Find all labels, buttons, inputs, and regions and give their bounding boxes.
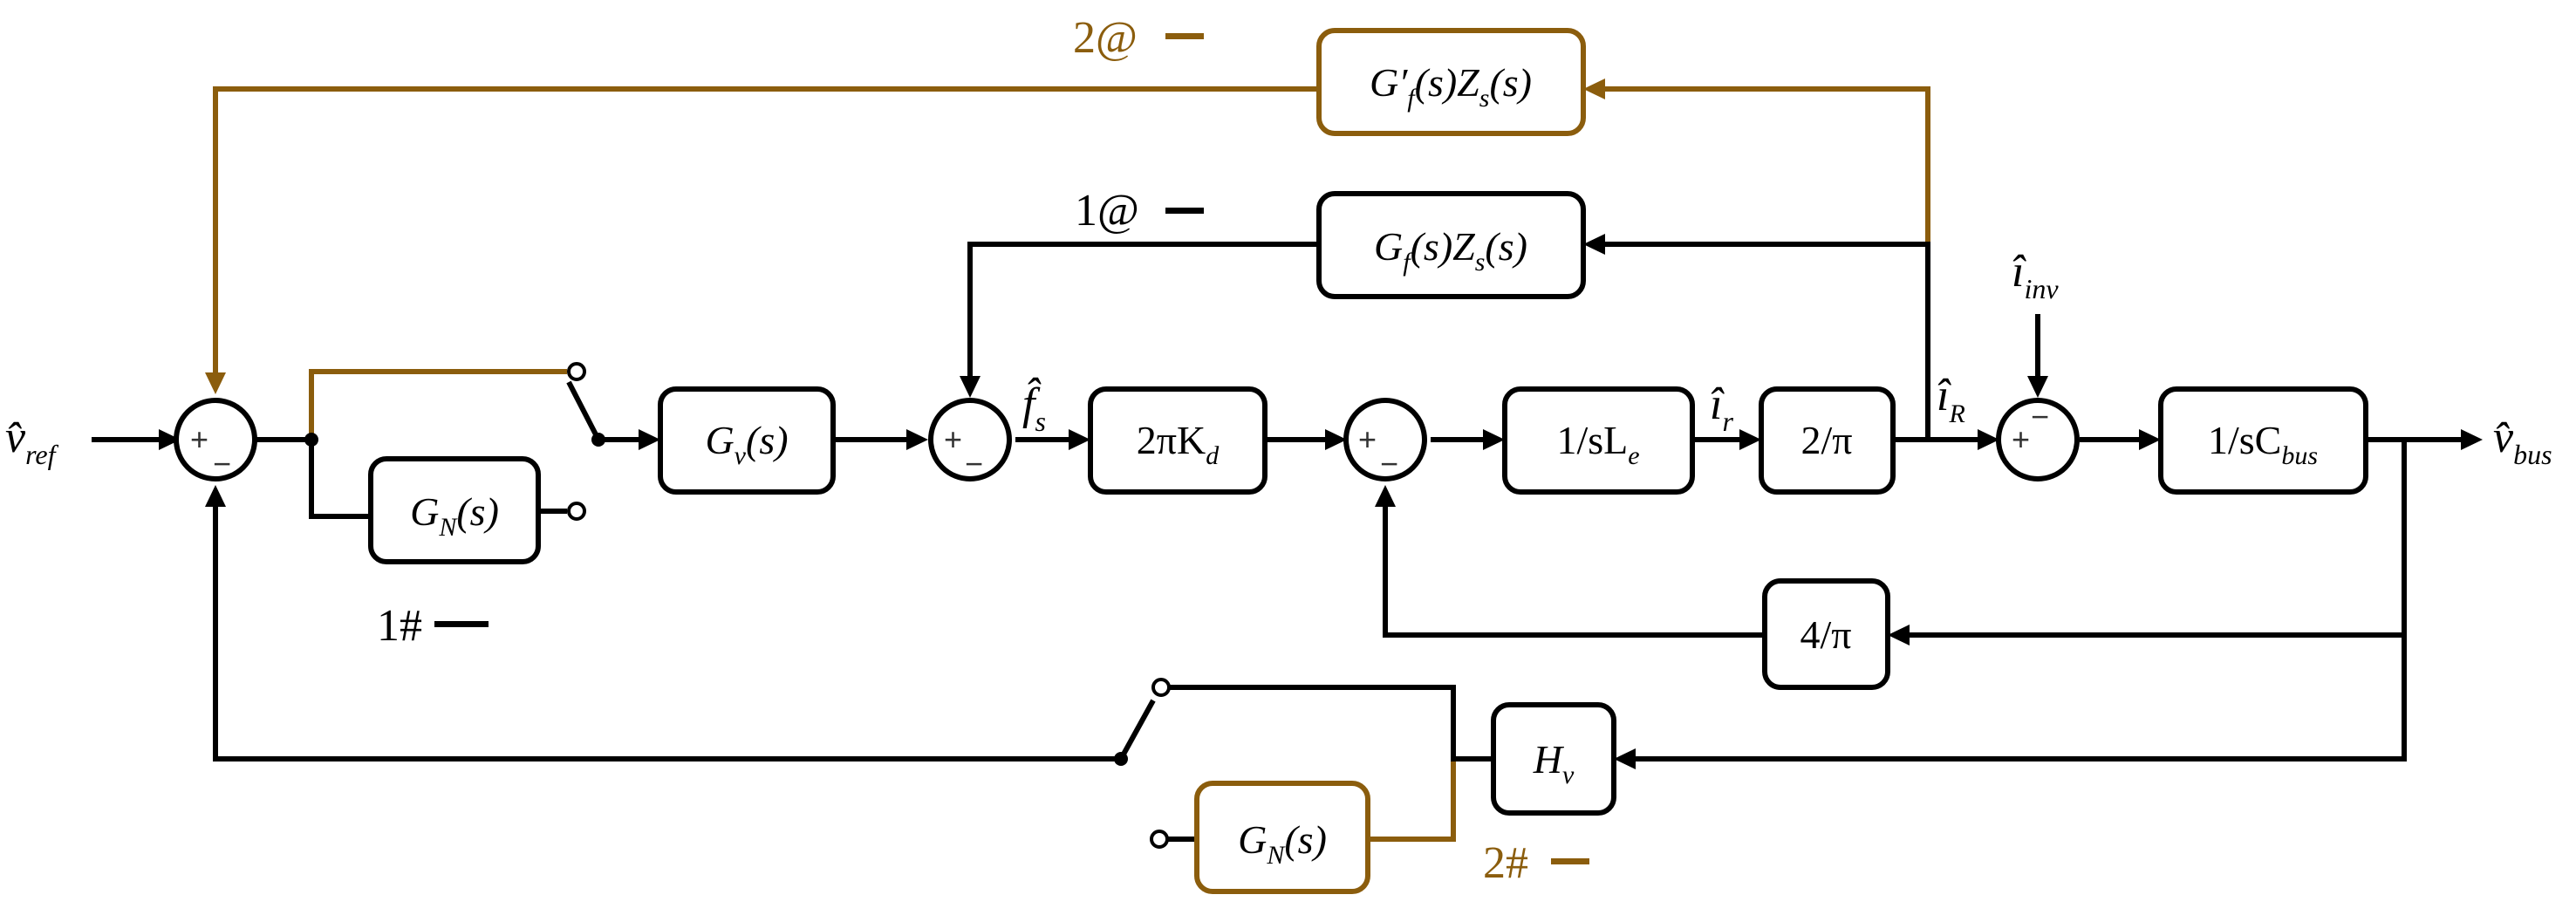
block-1-sle: 1/sLe xyxy=(1502,386,1695,495)
arrowhead xyxy=(1375,485,1396,507)
svg-text:1/sCbus: 1/sCbus xyxy=(2208,418,2318,470)
arrowhead xyxy=(1614,748,1636,769)
arrowhead xyxy=(639,429,660,450)
svg-text:Hv: Hv xyxy=(1533,737,1575,789)
summing-junction-1: + − xyxy=(174,398,257,481)
svg-text:2πKd: 2πKd xyxy=(1137,418,1220,470)
switch-1-blade xyxy=(566,380,601,441)
label-i-r: îr xyxy=(1710,379,1733,437)
main-feedback-wire xyxy=(213,502,1121,762)
switch-2-terminal-lower xyxy=(1150,830,1169,849)
summing-junction-3: + − xyxy=(1343,398,1427,481)
label-i-inv: îinv xyxy=(2012,247,2059,304)
gn2-output-path xyxy=(1368,759,1456,842)
switch-2-blade xyxy=(1118,699,1156,761)
block-1-scbus: 1/sCbus xyxy=(2158,386,2368,495)
switch-1-terminal-lower xyxy=(567,502,586,521)
loop-1at-mark xyxy=(1165,208,1204,214)
arrowhead xyxy=(906,429,928,450)
feedback-2at-return-path xyxy=(213,86,1317,377)
summing-junction-2: + − xyxy=(928,398,1012,481)
label-v-bus: v̂bus xyxy=(2493,413,2552,470)
sign-plus: + xyxy=(1358,421,1377,457)
block-hv: Hv xyxy=(1491,702,1616,816)
block-4-over-pi: 4/π xyxy=(1762,578,1890,690)
svg-text:4/π: 4/π xyxy=(1800,612,1851,657)
arrowhead xyxy=(1739,429,1761,450)
label-v-ref: v̂ref xyxy=(5,413,59,470)
sign-plus: + xyxy=(2012,421,2030,457)
legend-1hash: 1# xyxy=(377,601,422,651)
svg-text:Gf(s)Zs(s): Gf(s)Zs(s) xyxy=(1374,224,1527,277)
block-2-over-pi: 2/π xyxy=(1759,386,1896,495)
summing-junction-4: + − xyxy=(1996,398,2080,481)
sign-minus: − xyxy=(213,446,231,481)
svg-text:1/sLe: 1/sLe xyxy=(1556,418,1639,470)
arrowhead xyxy=(960,376,981,398)
loop-2hash-mark xyxy=(1551,858,1589,864)
arrowhead xyxy=(1583,234,1605,255)
svg-text:Gv(s): Gv(s) xyxy=(705,418,788,470)
feedback-1at-tap xyxy=(1601,242,1930,440)
arrowhead xyxy=(1069,429,1090,450)
loop-2at-mark xyxy=(1165,33,1204,39)
feedback-2at-path xyxy=(1601,86,1930,244)
legend-2at: 2@ xyxy=(1073,13,1138,63)
arrowhead xyxy=(159,429,181,450)
arrowhead xyxy=(1483,429,1505,450)
block-gn-2: GN(s) xyxy=(1194,781,1370,894)
arrowhead xyxy=(205,485,226,507)
block-gv: Gv(s) xyxy=(658,386,836,495)
svg-text:GN(s): GN(s) xyxy=(410,489,499,542)
arrowhead xyxy=(1325,429,1347,450)
block-2pi-kd: 2πKd xyxy=(1088,386,1268,495)
sign-plus: + xyxy=(944,421,962,457)
arrowhead xyxy=(1888,625,1910,645)
arrowhead xyxy=(1583,79,1605,99)
legend-1at: 1@ xyxy=(1075,186,1139,236)
sign-minus: − xyxy=(2031,399,2049,434)
block-gfprime-zs: G′f(s)Zs(s) xyxy=(1316,28,1586,136)
feedback-1at-return xyxy=(967,242,1319,380)
switch-1-upper-path xyxy=(309,369,567,440)
gn1-input-wire xyxy=(309,440,371,519)
legend-2hash: 2# xyxy=(1483,838,1528,888)
vbus-feedback-trunk xyxy=(1631,440,2407,762)
svg-text:GN(s): GN(s) xyxy=(1238,817,1327,870)
block-gf-zs: Gf(s)Zs(s) xyxy=(1316,191,1586,299)
arrowhead xyxy=(1978,429,1999,450)
switch-1-terminal-upper xyxy=(567,362,586,381)
hv-output-wire xyxy=(1169,685,1493,762)
label-f-s: f̂s xyxy=(1022,377,1046,437)
arrowhead xyxy=(2139,429,2161,450)
sign-minus: − xyxy=(965,446,983,481)
label-i-R: îR xyxy=(1937,371,1965,428)
switch-2-terminal-upper xyxy=(1151,678,1171,697)
svg-text:2/π: 2/π xyxy=(1800,418,1852,462)
four-pi-output-wire xyxy=(1383,502,1765,638)
svg-text:G′f(s)Zs(s): G′f(s)Zs(s) xyxy=(1370,60,1532,113)
block-gn-1: GN(s) xyxy=(368,456,541,564)
sign-plus: + xyxy=(190,421,208,457)
arrowhead xyxy=(205,372,226,394)
arrowhead xyxy=(2461,429,2483,450)
sign-minus: − xyxy=(1380,446,1398,481)
arrowhead xyxy=(2027,376,2048,398)
loop-1hash-mark xyxy=(434,621,489,627)
